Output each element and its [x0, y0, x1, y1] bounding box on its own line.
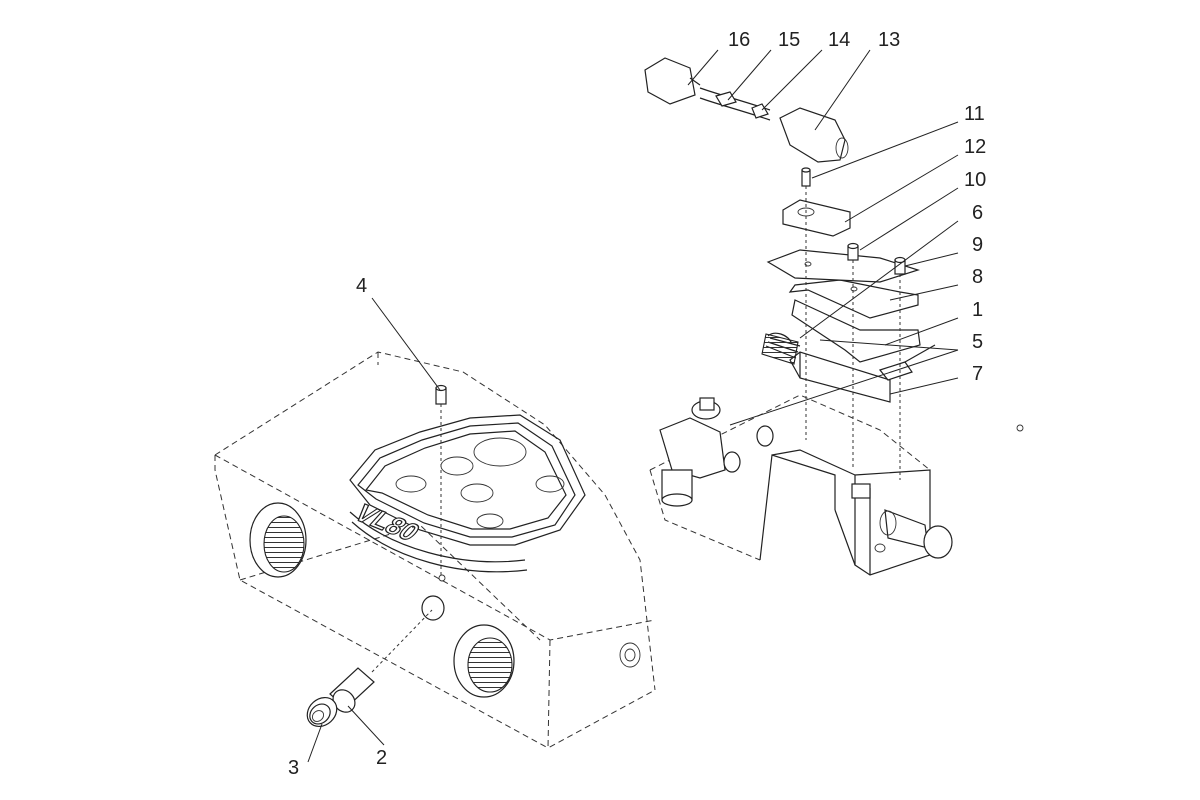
part-label-5: 5	[972, 331, 983, 353]
housing-marking: VL80	[348, 500, 426, 546]
part-8-plate	[791, 299, 921, 363]
part-labels: 16 15 14 13 11 12 10 6 9 8 1 5 7 4 2 3	[288, 29, 986, 779]
front-bore	[453, 624, 515, 698]
left-bore	[249, 502, 307, 578]
part-label-3: 3	[288, 757, 299, 779]
connector-harness	[644, 57, 849, 163]
part-11-screw	[801, 167, 811, 187]
part-label-13: 13	[878, 29, 900, 51]
part-label-6: 6	[972, 202, 983, 224]
part-5-spring	[761, 332, 801, 365]
part-3-ring	[306, 696, 338, 728]
part-label-11: 11	[964, 103, 985, 125]
part-7-slide-bar	[789, 351, 891, 403]
valve-block	[649, 394, 1024, 576]
part-2-sleeve	[329, 609, 433, 713]
elbow-fitting	[659, 397, 741, 507]
part-label-7: 7	[972, 363, 983, 385]
part-label-4: 4	[356, 275, 367, 297]
part-label-14: 14	[828, 29, 850, 51]
leader-lines	[307, 49, 959, 763]
part-12-clamp	[782, 199, 851, 237]
part-label-8: 8	[972, 266, 983, 288]
part-label-2: 2	[376, 747, 387, 769]
part-label-12: 12	[964, 136, 986, 158]
adjust-knob	[879, 509, 953, 559]
part-label-16: 16	[728, 29, 750, 51]
part-9-plate	[788, 279, 919, 319]
part-label-10: 10	[964, 169, 986, 191]
main-housing: VL80	[214, 351, 656, 749]
part-label-15: 15	[778, 29, 800, 51]
assembly-axes	[805, 186, 901, 480]
part-4-bushing	[435, 384, 447, 578]
part-label-9: 9	[972, 234, 983, 256]
part-label-1: 1	[972, 299, 983, 321]
